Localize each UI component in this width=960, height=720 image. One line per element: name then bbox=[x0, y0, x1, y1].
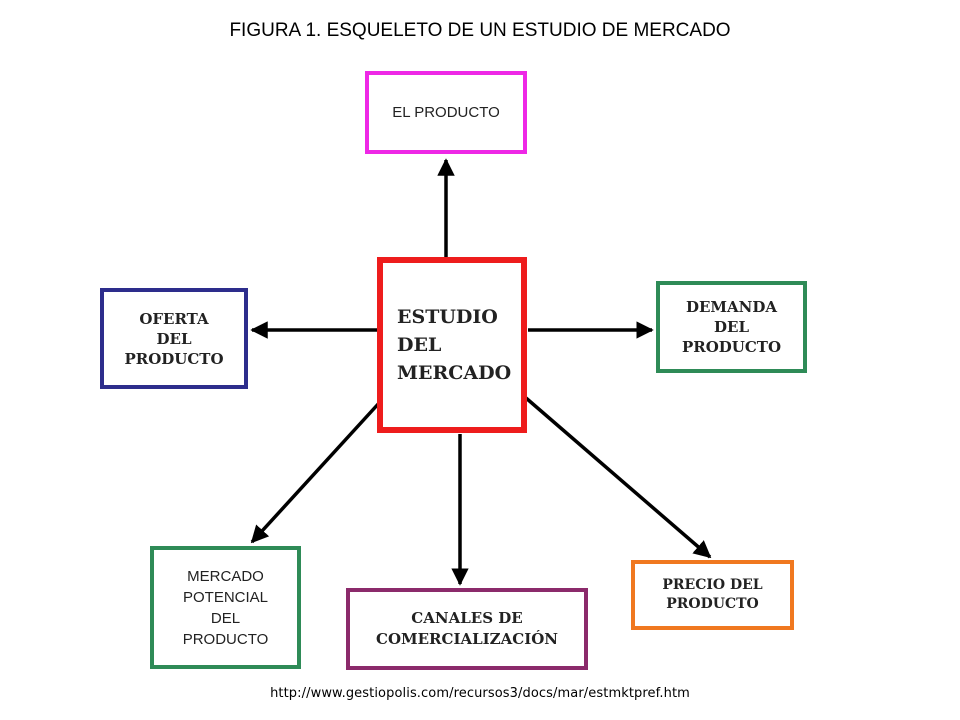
oferta-line-3: PRODUCTO bbox=[124, 349, 224, 368]
canales-line-2: COMERCIALIZACIÓN bbox=[376, 630, 558, 648]
arrow-to-mercado-potencial bbox=[250, 400, 382, 544]
mercado-potencial-line-3: DEL bbox=[210, 609, 241, 627]
demanda-line-2: DEL bbox=[714, 318, 749, 336]
figure-title: FIGURA 1. ESQUELETO DE UN ESTUDIO DE MER… bbox=[229, 20, 731, 41]
precio-line-1: PRECIO DEL bbox=[662, 577, 763, 593]
demanda-line-3: PRODUCTO bbox=[681, 338, 782, 356]
node-demanda-del-producto: DEMANDA DEL PRODUCTO bbox=[656, 281, 807, 373]
node-el-producto-line-1: EL PRODUCTO bbox=[392, 104, 500, 121]
source-url: http://www.gestiopolis.com/recursos3/doc… bbox=[270, 686, 690, 701]
center-line-2: DEL bbox=[397, 334, 442, 356]
arrow-to-precio bbox=[524, 396, 712, 559]
node-mercado-potencial: MERCADO POTENCIAL DEL PRODUCTO bbox=[150, 546, 301, 669]
node-el-producto: EL PRODUCTO bbox=[365, 71, 527, 154]
node-oferta-del-producto: OFERTA DEL PRODUCTO bbox=[100, 288, 248, 389]
oferta-line-2: DEL bbox=[156, 329, 192, 348]
demanda-line-1: DEMANDA bbox=[685, 298, 778, 316]
center-line-1: ESTUDIO bbox=[397, 306, 498, 328]
precio-line-2: PRODUCTO bbox=[666, 596, 759, 612]
mercado-potencial-line-1: MERCADO bbox=[187, 567, 264, 585]
mercado-potencial-line-2: POTENCIAL bbox=[182, 588, 269, 606]
mercado-potencial-line-4: PRODUCTO bbox=[182, 630, 269, 648]
node-canales-de-comercializacion: CANALES DE COMERCIALIZACIÓN bbox=[346, 588, 588, 670]
oferta-line-1: OFERTA bbox=[139, 309, 209, 328]
node-precio-del-producto: PRECIO DEL PRODUCTO bbox=[631, 560, 794, 630]
canales-line-1: CANALES DE bbox=[411, 609, 523, 627]
center-line-3: MERCADO bbox=[397, 362, 512, 384]
node-estudio-del-mercado: ESTUDIO DEL MERCADO bbox=[377, 257, 527, 433]
